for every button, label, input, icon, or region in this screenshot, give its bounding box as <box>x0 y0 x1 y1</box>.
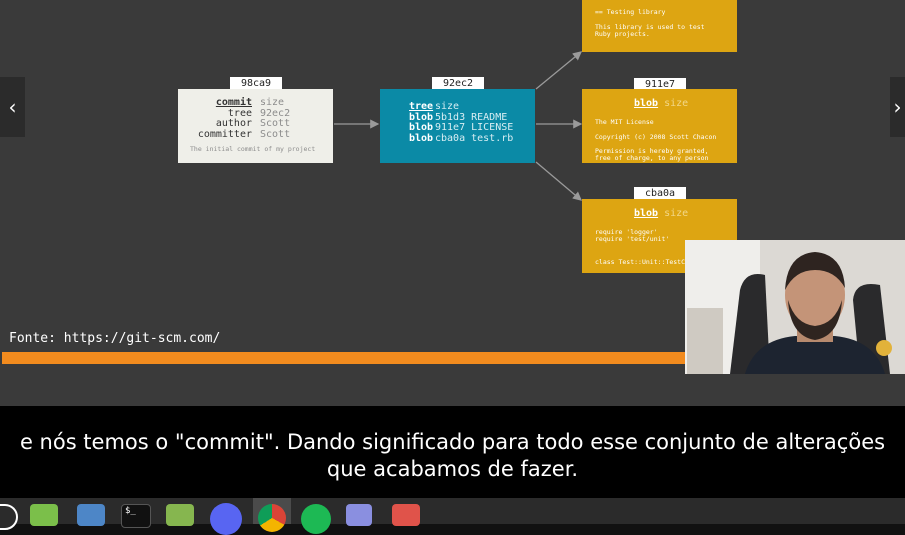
discord-icon[interactable] <box>210 503 242 535</box>
previous-slide-button[interactable]: ‹ <box>0 77 25 137</box>
test-hash-tag: cba0a <box>634 187 686 201</box>
blob-readme-line: Ruby projects. <box>595 30 650 38</box>
arrow-tree-to-test <box>535 161 582 201</box>
blob-license-line: The MIT License <box>595 118 654 126</box>
presenter-image <box>685 240 905 374</box>
next-slide-button[interactable]: › <box>890 77 905 137</box>
chevron-right-icon: › <box>893 95 902 119</box>
chrome-logo <box>258 504 286 532</box>
source-caption: Fonte: https://git-scm.com/ <box>9 331 221 346</box>
files-icon[interactable] <box>166 504 194 526</box>
terminal-icon[interactable]: $_ <box>121 504 151 528</box>
terminal-glyph: $_ <box>125 506 136 516</box>
webcam-overlay <box>685 240 905 374</box>
subtitle-area: e nós temos o "commit". Dando significad… <box>0 406 905 498</box>
blob-test-header: blob size <box>634 208 689 219</box>
arrow-tree-to-readme <box>535 51 583 90</box>
image-viewer-icon[interactable] <box>392 504 420 526</box>
screenshot-app-icon[interactable] <box>77 504 105 526</box>
blob-test-line: class Test::Unit::TestCase <box>595 258 697 266</box>
blob-readme-line: == Testing library <box>595 8 666 16</box>
start-menu-icon[interactable] <box>0 504 18 530</box>
license-hash-tag: 911e7 <box>634 78 686 92</box>
subtitle-line-1: e nós temos o "commit". Dando significad… <box>19 430 886 454</box>
blob-readme-line: This library is used to test <box>595 23 705 31</box>
connector-arrows <box>334 51 583 201</box>
blob-readme: == Testing library This library is used … <box>582 0 737 52</box>
blob-license-line: Permission is hereby granted, <box>595 147 709 155</box>
commit-message: The initial commit of my project <box>190 145 316 153</box>
taskbar: $_ <box>0 498 905 535</box>
chrome-icon[interactable] <box>253 498 291 532</box>
spotify-icon[interactable] <box>301 504 331 534</box>
file-manager-icon[interactable] <box>30 504 58 526</box>
video-progress-bar[interactable] <box>2 352 688 364</box>
blob-test-line: require 'logger' <box>595 228 658 236</box>
blob-test-line: require 'test/unit' <box>595 235 670 243</box>
chevron-left-icon: ‹ <box>8 95 17 119</box>
blob-license: blob size The MIT License Copyright (c) … <box>582 89 737 163</box>
text-editor-icon[interactable] <box>346 504 372 526</box>
commit-hash-tag: 98ca9 <box>230 77 282 91</box>
subtitle-line-2: que acabamos de fazer. <box>326 457 579 481</box>
blob-license-header: blob size <box>634 98 689 109</box>
tree-hash-tag: 92ec2 <box>432 77 484 91</box>
blob-license-line: Copyright (c) 2008 Scott Chacon <box>595 133 717 141</box>
blob-license-line: free of charge, to any person <box>595 154 709 162</box>
